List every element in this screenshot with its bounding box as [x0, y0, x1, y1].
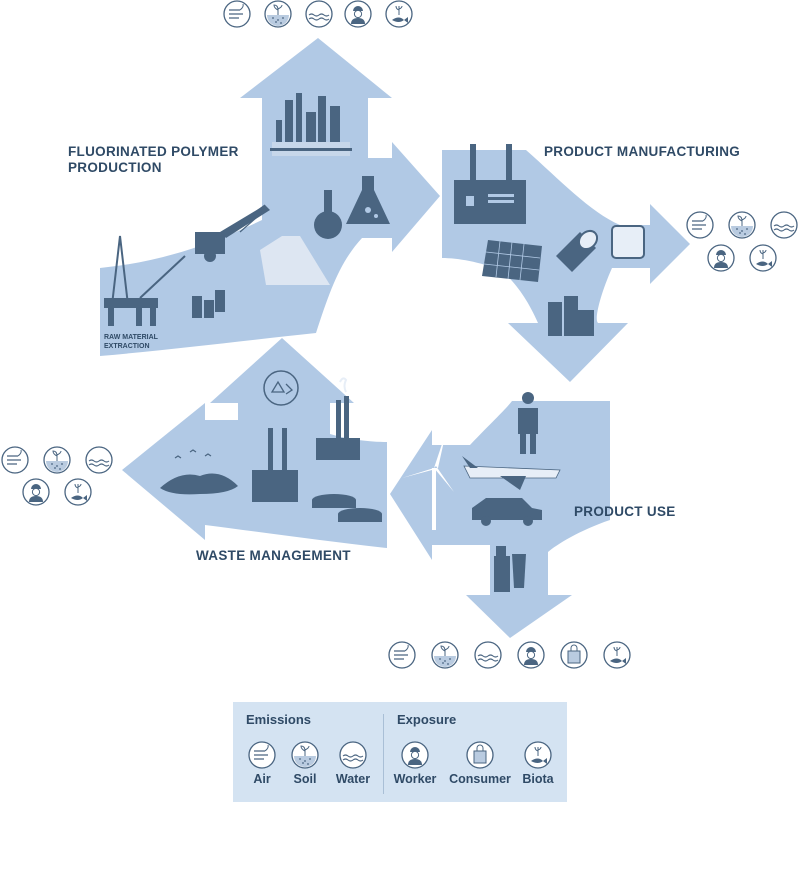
production-arrow	[100, 38, 440, 356]
air-icon	[388, 641, 416, 669]
worker-icon	[401, 741, 429, 769]
factory-icon	[454, 144, 526, 224]
water-icon	[305, 0, 333, 28]
worker-icon	[344, 0, 372, 28]
legend-biota: Biota	[518, 740, 558, 786]
waste-title: WASTE MANAGEMENT	[196, 548, 351, 563]
production-title-line2: PRODUCTION	[68, 160, 162, 175]
biota-icon	[603, 641, 631, 669]
biota-icon	[749, 244, 777, 272]
production-title: FLUORINATED POLYMER PRODUCTION	[68, 144, 239, 176]
icon-group-top	[223, 0, 413, 28]
water-icon	[85, 446, 113, 474]
legend-divider	[383, 714, 384, 794]
water-icon	[770, 211, 798, 239]
airplane-icon	[462, 456, 561, 490]
water-treatment-icon	[312, 494, 382, 522]
legend-consumer: Consumer	[446, 740, 514, 786]
recycling-icon	[263, 370, 299, 406]
soil-icon	[431, 641, 459, 669]
legend-water: Water	[331, 740, 375, 786]
landfill-icon	[160, 449, 238, 495]
legend: Emissions Exposure Air Soil Water Worker…	[233, 702, 567, 802]
waste-factory-icon	[252, 428, 298, 502]
water-icon	[474, 641, 502, 669]
legend-biota-label: Biota	[522, 772, 554, 786]
consumer-icon	[560, 641, 588, 669]
worker-icon	[22, 478, 50, 506]
product-use-title: PRODUCT USE	[574, 504, 676, 519]
incinerator-icon	[316, 377, 360, 460]
biota-icon	[64, 478, 92, 506]
legend-exposure-title: Exposure	[397, 712, 457, 727]
legend-air: Air	[246, 740, 278, 786]
spray-bottles-icon	[494, 546, 526, 592]
soil-icon	[728, 211, 756, 239]
air-icon	[686, 211, 714, 239]
legend-worker-label: Worker	[393, 772, 437, 786]
raw-material-line1: RAW MATERIAL	[104, 334, 158, 341]
wind-turbine-icon	[402, 432, 454, 530]
oil-rig-icon	[104, 235, 225, 326]
consumer-icon	[466, 741, 494, 769]
cable-roll-icon	[556, 229, 599, 272]
air-icon	[1, 446, 29, 474]
raw-material-line2: EXTRACTION	[104, 342, 150, 350]
legend-consumer-label: Consumer	[449, 772, 511, 786]
worker-icon	[517, 641, 545, 669]
soil-icon	[264, 0, 292, 28]
soil-icon	[43, 446, 71, 474]
legend-air-label: Air	[253, 772, 271, 786]
refinery-icon	[270, 93, 352, 156]
batteries-icon	[548, 296, 594, 336]
armchair-icon	[611, 225, 645, 259]
legend-worker: Worker	[390, 740, 440, 786]
biota-icon	[524, 741, 552, 769]
legend-emissions-title: Emissions	[246, 712, 312, 727]
icon-group-left	[1, 446, 113, 506]
legend-soil: Soil	[288, 740, 322, 786]
icon-group-right	[686, 211, 798, 272]
water-icon	[339, 741, 367, 769]
icon-group-bottom	[388, 641, 631, 669]
solar-panel-icon	[482, 240, 542, 282]
soil-icon	[291, 741, 319, 769]
production-title-line1: FLUORINATED POLYMER	[68, 144, 239, 159]
air-icon	[248, 741, 276, 769]
air-icon	[223, 0, 251, 28]
firefighter-icon	[518, 392, 538, 454]
legend-soil-label: Soil	[293, 772, 317, 786]
raw-material-label: RAW MATERIAL EXTRACTION	[104, 334, 158, 351]
biota-icon	[385, 0, 413, 28]
car-icon	[472, 498, 542, 526]
legend-water-label: Water	[335, 772, 371, 786]
worker-icon	[707, 244, 735, 272]
flask-icon	[314, 176, 390, 239]
manufacturing-title: PRODUCT MANUFACTURING	[544, 144, 741, 159]
mining-crane-icon	[195, 204, 330, 285]
